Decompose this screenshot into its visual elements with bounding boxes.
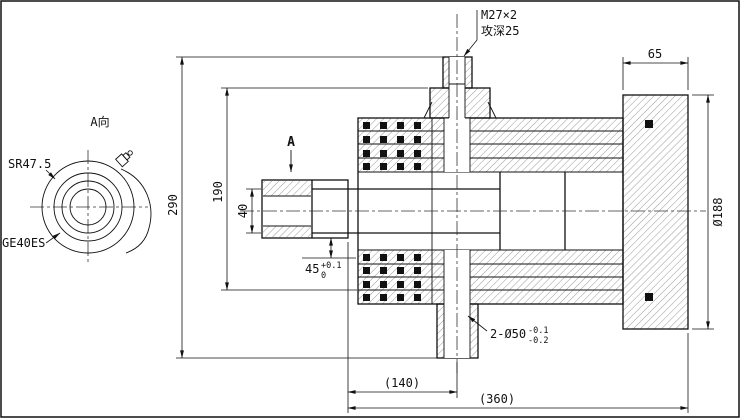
left-view-title: A向: [90, 114, 109, 129]
dimensions: 65 290 190 40 45 +0.1 0: [166, 8, 725, 413]
main-centerlines: [240, 14, 706, 374]
section-indicator: A: [287, 135, 295, 173]
dim-65: 65: [622, 47, 689, 90]
dim-140-label: (140): [384, 376, 420, 390]
dim-40: 40: [236, 188, 261, 234]
dim-360-label: (360): [479, 392, 515, 406]
port-tol-upper: -0.1: [528, 326, 548, 336]
dim-188: Ø188: [692, 94, 725, 330]
rod-thread-lines: [263, 195, 311, 227]
rod-end-block: [261, 179, 349, 239]
boss-weld-lines: [423, 101, 497, 119]
dim-45-tol-lower: 0: [321, 271, 326, 281]
left-view: SR47.5 GE40ES A向: [2, 114, 152, 265]
piston-rod-lines: [312, 188, 500, 234]
dim-290: 290: [166, 56, 447, 359]
bearing-leader-line: [45, 232, 61, 244]
thread-callout-line1: M27×2: [481, 8, 517, 22]
dim-190-label: 190: [211, 181, 225, 203]
bearing-label: GE40ES: [2, 236, 45, 250]
housing-outer-circle: [41, 160, 135, 254]
dim-188-ext: [692, 94, 714, 330]
thread-callout: M27×2 攻深25: [463, 8, 519, 57]
dim-45-label: 45: [305, 262, 319, 276]
thread-callout-line2: 攻深25: [481, 24, 519, 38]
dim-45-tol-upper: +0.1: [321, 261, 341, 271]
port-leader-line: [467, 315, 488, 332]
housing-lug: [120, 168, 152, 254]
port-tol-lower: -0.2: [528, 336, 548, 346]
dim-290-ext: [176, 56, 447, 359]
sr-radius-label: SR47.5: [8, 157, 51, 171]
dim-188-label: Ø188: [711, 198, 725, 227]
section-arrow-label: A: [287, 135, 295, 150]
thread-leader-line: [463, 10, 478, 57]
bottom-port-edges: [443, 250, 471, 358]
port-callout-label: 2-Ø50: [490, 327, 526, 341]
seal-groove-lines: [358, 130, 623, 291]
port-callout: 2-Ø50 -0.1 -0.2: [467, 315, 548, 346]
dim-45: 45 +0.1 0: [302, 237, 356, 281]
bearing-housing: [41, 160, 152, 254]
dim-190: 190: [211, 87, 428, 291]
sr-leader-line: [45, 169, 56, 180]
bearing-outer-ring: [53, 172, 123, 242]
bearing-bore-circle: [69, 188, 107, 226]
bearing-ball-circle: [61, 180, 115, 234]
end-cap: [622, 94, 689, 330]
dim-65-label: 65: [648, 47, 662, 61]
dim-140: (140): [347, 242, 458, 413]
dim-190-ext: [221, 87, 428, 291]
left-view-centerlines: [30, 150, 148, 265]
dim-290-label: 290: [166, 194, 180, 216]
port-edge-lines: [263, 57, 471, 358]
end-cap-hatch: [623, 95, 688, 329]
dim-40-label: 40: [236, 204, 250, 218]
grease-fitting-icon: [115, 150, 133, 168]
dim-360: (360): [347, 333, 689, 413]
